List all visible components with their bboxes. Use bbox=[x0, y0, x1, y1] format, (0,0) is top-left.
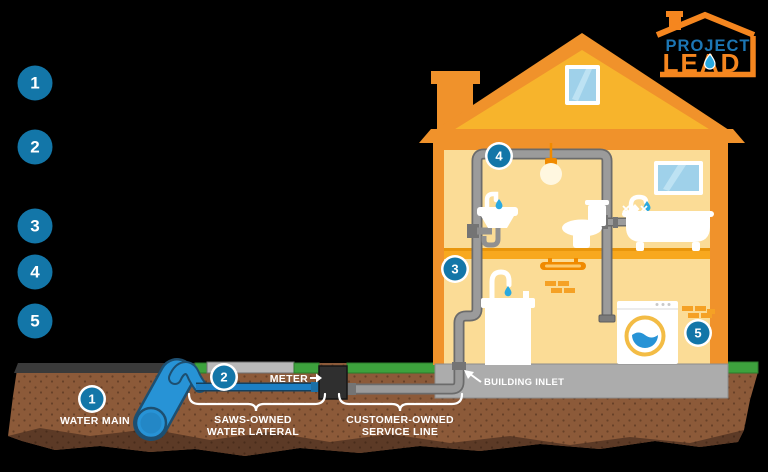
pipe-end-cap bbox=[598, 314, 616, 323]
legend-item-2: 2 bbox=[17, 129, 53, 165]
tub-faucet bbox=[628, 194, 649, 218]
bathtub-icon bbox=[622, 194, 714, 251]
hanging-light bbox=[540, 143, 562, 185]
customer-owned-label-line1: CUSTOMER-OWNED bbox=[346, 414, 454, 426]
legend-item-5: 5 bbox=[17, 303, 53, 339]
washer-water bbox=[632, 332, 658, 348]
light-socket bbox=[545, 158, 557, 165]
callout-2-lateral: 2 bbox=[210, 363, 238, 391]
callout-number-4: 4 bbox=[495, 149, 503, 164]
floor-divider-edge bbox=[444, 248, 710, 251]
washing-machine-icon bbox=[617, 301, 678, 364]
grass-right-of-house bbox=[727, 361, 759, 374]
water-meter bbox=[318, 365, 348, 400]
callout-4-interior-pipes: 4 bbox=[485, 142, 513, 170]
legend-number-4: 4 bbox=[30, 263, 40, 282]
logo-chimney-cap bbox=[666, 11, 683, 17]
saws-bracket bbox=[187, 392, 327, 412]
callout-number-2: 2 bbox=[220, 370, 227, 385]
attic-window bbox=[565, 65, 600, 105]
kitchen-sink-icon bbox=[481, 269, 535, 365]
legend-number-2: 2 bbox=[30, 138, 39, 157]
callout-3-service-line: 3 bbox=[441, 255, 469, 283]
water-drop-icon bbox=[495, 199, 503, 210]
logo-title-top: PROJECT bbox=[666, 37, 751, 55]
project-lead-logo: PROJECT LEAD bbox=[655, 11, 756, 78]
water-drop-icon bbox=[504, 286, 512, 297]
pipe-coupling-meter-out bbox=[347, 383, 356, 395]
building-inlet-arrow bbox=[464, 370, 482, 383]
legend-item-3: 3 bbox=[17, 208, 53, 244]
legend-number-5: 5 bbox=[30, 312, 39, 331]
legend-number-3: 3 bbox=[30, 217, 39, 236]
logo-title-bottom: LEAD bbox=[663, 48, 742, 78]
pipe-coupling-foundation bbox=[452, 362, 466, 370]
building-inlet-label: BUILDING INLET bbox=[484, 377, 564, 388]
annotations: WATER MAIN METER SAWS-OWNED WATER LATERA… bbox=[60, 370, 564, 438]
logo-house-outline bbox=[655, 11, 756, 78]
roof-eave bbox=[419, 129, 745, 143]
meter-label: METER bbox=[270, 373, 308, 385]
legend-item-1: 1 bbox=[17, 65, 53, 101]
brick-patch-kitchen bbox=[545, 281, 575, 293]
callout-number-5: 5 bbox=[694, 326, 701, 341]
grass-mid-right bbox=[346, 362, 438, 374]
asphalt-street bbox=[14, 363, 196, 373]
customer-owned-label-line2: SERVICE LINE bbox=[362, 426, 438, 438]
foundation bbox=[434, 363, 729, 399]
pipe-body bbox=[351, 150, 611, 393]
customer-bracket bbox=[337, 392, 464, 412]
bathroom-window bbox=[654, 161, 703, 195]
ceiling-light-icon bbox=[540, 258, 586, 270]
kitchen-faucet bbox=[489, 269, 512, 303]
toilet-icon bbox=[562, 200, 609, 248]
callout-number-3: 3 bbox=[451, 262, 458, 277]
logo-frame bbox=[660, 36, 756, 78]
brick-patch-laundry bbox=[682, 306, 715, 318]
legend-number-1: 1 bbox=[30, 74, 39, 93]
callout-1-water-main: 1 bbox=[78, 385, 106, 413]
water-main-label: WATER MAIN bbox=[60, 415, 130, 427]
logo-water-drop-icon bbox=[703, 53, 716, 70]
legend-item-4: 4 bbox=[17, 254, 53, 290]
callout-5-fixtures: 5 bbox=[684, 319, 712, 347]
saws-owned-label-line1: SAWS-OWNED bbox=[214, 414, 292, 426]
sink-p-trap bbox=[481, 227, 501, 248]
saws-owned-label-line2: WATER LATERAL bbox=[207, 426, 299, 438]
sink-faucet bbox=[484, 191, 499, 211]
pipe-coupling-tub-2 bbox=[613, 217, 618, 228]
legend-number-list: 1 2 3 4 5 bbox=[17, 65, 53, 339]
grass-mid-left bbox=[293, 362, 320, 374]
logo-roof bbox=[655, 11, 756, 38]
light-bulb-icon bbox=[540, 163, 562, 185]
floor-divider bbox=[444, 248, 710, 259]
water-main-pipe bbox=[133, 358, 207, 441]
bathroom-sink-icon bbox=[477, 191, 518, 248]
pipe-coupling-sink-tee bbox=[467, 224, 479, 238]
service-line-and-plumbing bbox=[347, 148, 630, 395]
meter-arrow bbox=[310, 373, 322, 383]
callout-number-1: 1 bbox=[88, 392, 95, 407]
